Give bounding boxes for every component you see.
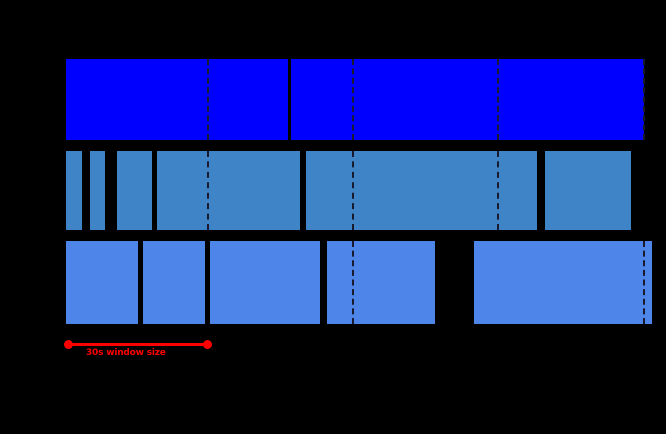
segment-bar[interactable] — [327, 241, 435, 324]
segment-bar[interactable] — [474, 241, 652, 324]
segment-bar[interactable] — [210, 241, 320, 324]
segment-bar[interactable] — [306, 151, 537, 230]
span-end-dot — [203, 340, 212, 349]
track-top — [0, 59, 666, 140]
segment-bar[interactable] — [117, 151, 152, 230]
window-size-span-line — [68, 343, 207, 346]
window-size-label: 30s window size — [86, 348, 166, 358]
segment-bar[interactable] — [90, 151, 105, 230]
window-size-annotation: 30s window size — [0, 337, 666, 367]
segment-bar[interactable] — [66, 241, 138, 324]
segment-bar[interactable] — [157, 151, 300, 230]
segment-bar[interactable] — [291, 59, 644, 140]
segment-bar[interactable] — [143, 241, 205, 324]
segment-bar[interactable] — [545, 151, 631, 230]
track-middle — [0, 151, 666, 230]
track-bottom — [0, 241, 666, 324]
segment-bar[interactable] — [66, 59, 288, 140]
segment-bar[interactable] — [66, 151, 82, 230]
